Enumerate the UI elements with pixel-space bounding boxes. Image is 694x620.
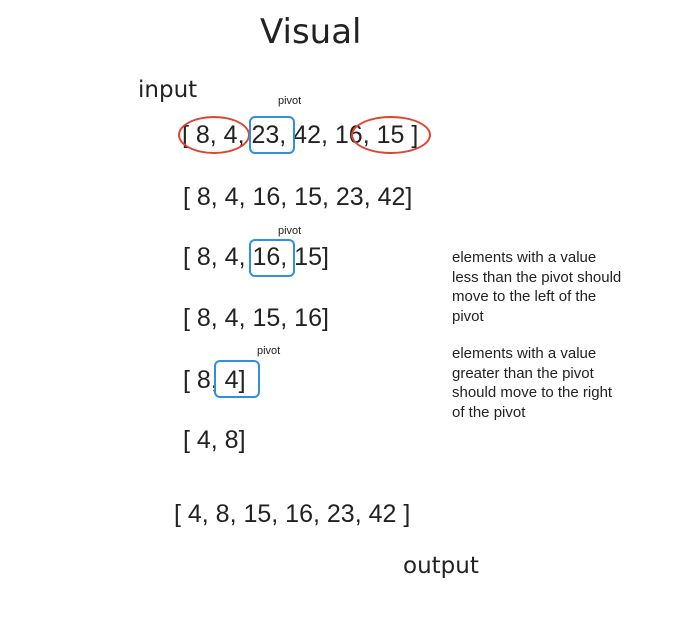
input-label: input xyxy=(138,77,198,103)
pivot-box-23 xyxy=(249,116,295,154)
output-label: output xyxy=(403,553,479,579)
diagram-title: Visual xyxy=(260,12,362,52)
pivot-box-16 xyxy=(249,239,295,277)
array-row-pair-sorted: [ 4, 8] xyxy=(183,426,246,454)
highlight-ring-left xyxy=(178,116,250,154)
pivot-label-1: pivot xyxy=(278,95,302,107)
pivot-label-3: pivot xyxy=(257,345,281,357)
array-row-left-partition: [ 8, 4, 16, 15] xyxy=(183,243,329,271)
pivot-label-2: pivot xyxy=(278,225,302,237)
array-row-partitioned: [ 8, 4, 16, 15, 23, 42] xyxy=(183,183,413,211)
note-less-than-pivot: elements with a value less than the pivo… xyxy=(452,249,622,325)
highlight-ring-right xyxy=(351,116,431,154)
pivot-box-4 xyxy=(214,360,260,398)
note-greater-than-pivot: elements with a value greater than the p… xyxy=(452,345,613,421)
array-row-output: [ 4, 8, 15, 16, 23, 42 ] xyxy=(174,500,411,528)
array-row-sorted-partition: [ 8, 4, 15, 16] xyxy=(183,304,329,332)
